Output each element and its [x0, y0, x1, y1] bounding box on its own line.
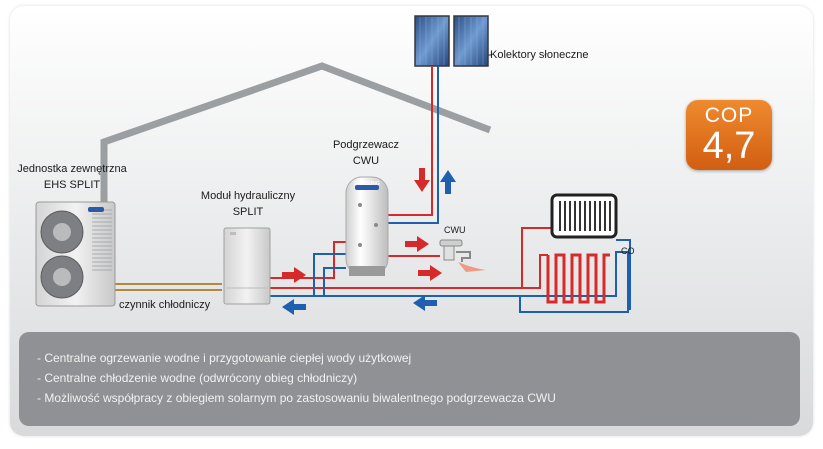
cop-value: 4,7	[702, 125, 756, 167]
cop-badge: COP 4,7	[686, 100, 772, 170]
notes-list: - Centralne ogrzewanie wodne i przygotow…	[19, 332, 800, 408]
hot-water-tap	[439, 239, 486, 272]
radiator	[550, 193, 618, 239]
supply-pipes	[270, 227, 552, 289]
solar-pipe-cold	[388, 66, 439, 224]
water-heater-label-line2: CWU	[352, 155, 380, 167]
hydro-module-label-line1: Moduł hydrauliczny	[200, 190, 296, 202]
note-item: - Centralne chłodzenie wodne (odwrócony …	[37, 371, 358, 385]
tank-brand-logo: SAMSUNG	[354, 181, 380, 187]
hydro-module-label-line2: SPLIT	[232, 206, 264, 218]
water-heater-label-line1: Podgrzewacz	[332, 139, 400, 151]
outdoor-unit-label-line2: EHS SPLIT	[43, 179, 101, 191]
hydro-module-label: Moduł hydrauliczny SPLIT	[188, 188, 308, 220]
solar-pipe-hot	[388, 66, 433, 216]
refrigerant-label: czynnik chłodniczy	[119, 299, 211, 311]
solar-collectors	[414, 15, 492, 67]
note-item: - Centralne ogrzewanie wodne i przygotow…	[37, 351, 412, 365]
outdoor-unit	[35, 201, 116, 307]
note-item: - Możliwość współpracy z obiegiem solarn…	[37, 391, 556, 405]
water-heater-label: Podgrzewacz CWU	[320, 137, 412, 169]
floor-heating-coil	[546, 253, 610, 304]
solar-label: Kolektory słoneczne	[490, 49, 589, 61]
return-pipes	[270, 239, 631, 313]
outdoor-unit-label: Jednostka zewnętrzna EHS SPLIT	[16, 161, 128, 193]
flow-arrows	[282, 168, 456, 315]
water-heater-tank	[345, 176, 389, 276]
dhw-tap-label: CWU	[444, 225, 466, 235]
outdoor-unit-label-line1: Jednostka zewnętrzna	[17, 163, 127, 175]
cop-label: COP	[704, 104, 754, 127]
heating-label: CO	[621, 246, 635, 256]
notes-box: - Centralne ogrzewanie wodne i przygotow…	[19, 332, 800, 426]
hydraulic-module	[223, 227, 271, 305]
